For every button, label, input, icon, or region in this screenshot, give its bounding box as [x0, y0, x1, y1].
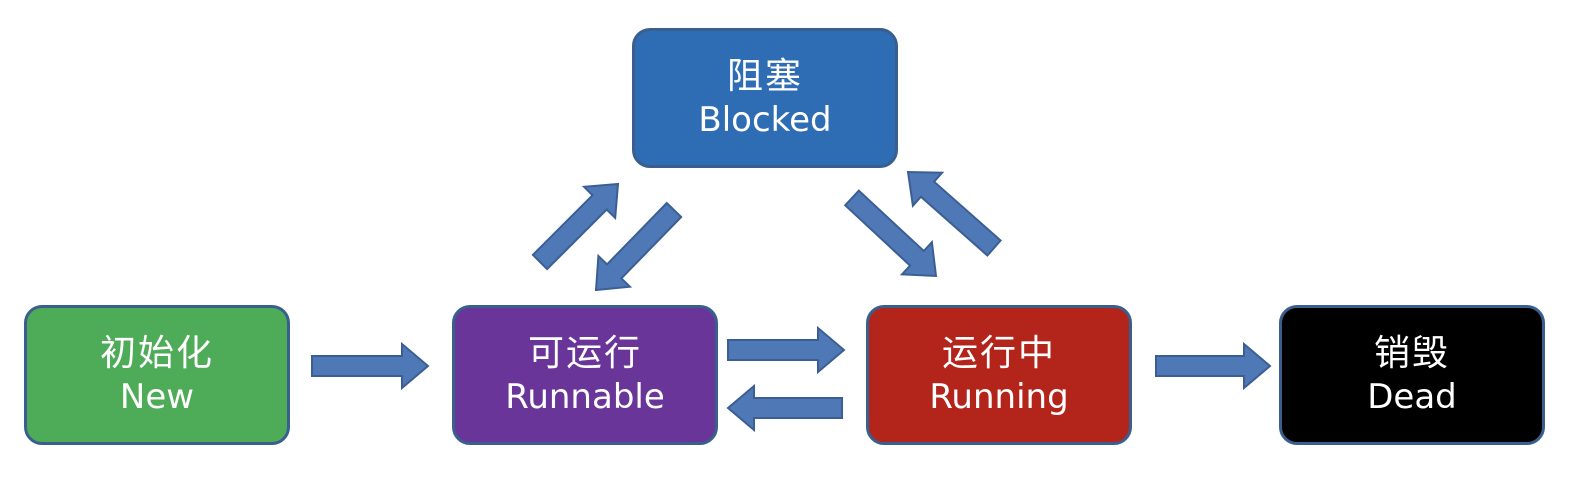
state-runnable-label-en: Runnable	[505, 377, 665, 418]
state-runnable: 可运行 Runnable	[452, 305, 718, 445]
state-runnable-label-cn: 可运行	[527, 333, 642, 375]
state-running-label-cn: 运行中	[941, 333, 1056, 375]
arrow-runnable-to-running	[727, 325, 846, 375]
arrow-runnable-to-blocked	[531, 182, 620, 271]
arrow-running-to-dead	[1155, 341, 1272, 391]
arrow-blocked-to-running	[843, 189, 938, 278]
arrow-running-to-runnable	[726, 383, 843, 433]
state-dead-label-cn: 销毁	[1373, 333, 1450, 375]
state-dead: 销毁 Dead	[1279, 305, 1545, 445]
state-blocked-label-en: Blocked	[698, 100, 832, 141]
arrow-new-to-runnable	[311, 341, 430, 391]
state-blocked: 阻塞 Blocked	[632, 28, 898, 168]
state-new-label-cn: 初始化	[99, 333, 214, 375]
state-blocked-label-cn: 阻塞	[726, 56, 803, 98]
state-running: 运行中 Running	[866, 305, 1132, 445]
state-new-label-en: New	[119, 377, 195, 418]
arrow-blocked-to-runnable	[594, 201, 683, 292]
state-running-label-en: Running	[929, 377, 1069, 418]
state-new: 初始化 New	[24, 305, 290, 445]
arrow-running-to-blocked	[906, 170, 1003, 257]
state-dead-label-en: Dead	[1367, 377, 1457, 418]
